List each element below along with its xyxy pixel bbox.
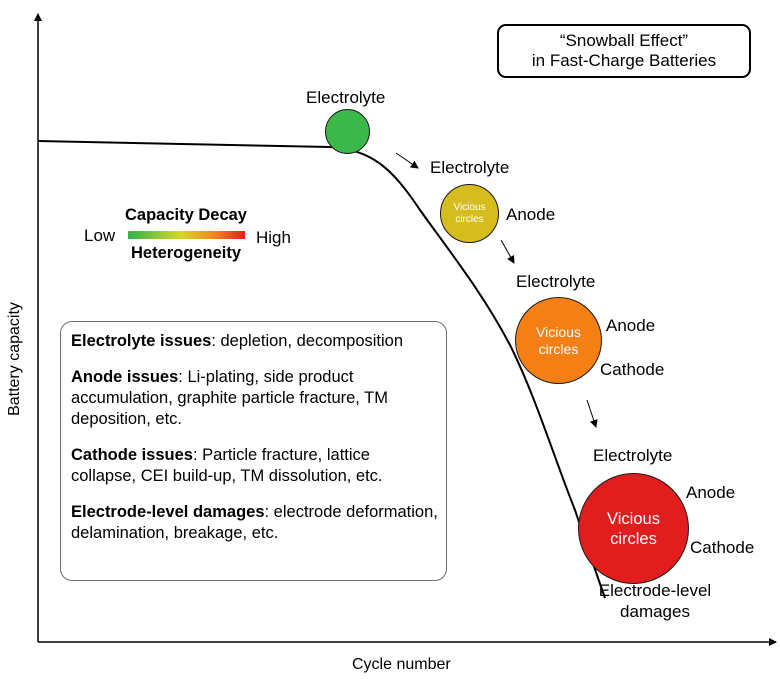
- stage4-electrolyte-label: Electrolyte: [593, 446, 673, 465]
- issue-heading: Anode issues: [71, 368, 179, 386]
- legend-gradient-bar: [128, 231, 245, 239]
- stage3-anode-label: Anode: [606, 316, 656, 335]
- title-line-2: in Fast-Charge Batteries: [531, 51, 717, 70]
- legend-low: Low: [84, 226, 116, 245]
- issue-text: : Particle fracture, lattice collapse, C…: [71, 446, 383, 485]
- issue-text: : electrode deformation, delamination, b…: [71, 503, 438, 542]
- stage4-cathode-label: Cathode: [690, 538, 755, 557]
- stage-arrow-2: [500, 239, 515, 264]
- stage3-electrolyte-label: Electrolyte: [516, 272, 596, 291]
- title-box: “Snowball Effect” in Fast-Charge Batteri…: [497, 24, 751, 78]
- stage2-anode-label: Anode: [506, 205, 556, 224]
- issue-heading: Electrolyte issues: [71, 332, 212, 350]
- issue-cathode: Cathode issues: Particle fracture, latti…: [71, 445, 438, 487]
- legend-heterogeneity: Heterogeneity: [131, 244, 242, 262]
- stage4-damages-label: Electrode-level damages: [598, 581, 712, 621]
- issue-heading: Electrode-level damages: [71, 503, 265, 521]
- legend-capacity-decay: Capacity Decay: [125, 206, 247, 224]
- issue-anode: Anode issues: Li-plating, side product a…: [71, 367, 438, 430]
- stage2-circle: Vicious circles: [440, 184, 499, 243]
- stage2-electrolyte-label: Electrolyte: [430, 158, 510, 177]
- legend-high: High: [256, 228, 291, 247]
- x-axis-label: Cycle number: [352, 656, 451, 673]
- title-line-1: “Snowball Effect”: [559, 31, 689, 50]
- issue-electrode-level: Electrode-level damages: electrode defor…: [71, 502, 438, 544]
- stage3-circle-text: Vicious circles: [536, 323, 581, 357]
- stage1-circle: [325, 109, 370, 154]
- issue-heading: Cathode issues: [71, 446, 193, 464]
- stage-arrow-1: [395, 152, 419, 169]
- stage1-electrolyte-label: Electrolyte: [306, 88, 386, 107]
- stage2-circle-text: Vicious circles: [453, 201, 486, 225]
- stage3-circle: Vicious circles: [515, 297, 602, 384]
- stage4-anode-label: Anode: [686, 483, 736, 502]
- issue-text: : depletion, decomposition: [211, 332, 404, 350]
- stage4-circle-text: Vicious circles: [607, 509, 660, 548]
- stage3-cathode-label: Cathode: [600, 360, 665, 379]
- issue-electrolyte: Electrolyte issues: depletion, decomposi…: [71, 331, 438, 352]
- stage4-circle: Vicious circles: [578, 473, 689, 584]
- issue-text: : Li-plating, side product accumulation,…: [71, 368, 389, 428]
- y-axis-label: Battery capacity: [6, 302, 23, 416]
- stage-arrow-3: [586, 399, 598, 428]
- issues-box: Electrolyte issues: depletion, decomposi…: [60, 321, 447, 581]
